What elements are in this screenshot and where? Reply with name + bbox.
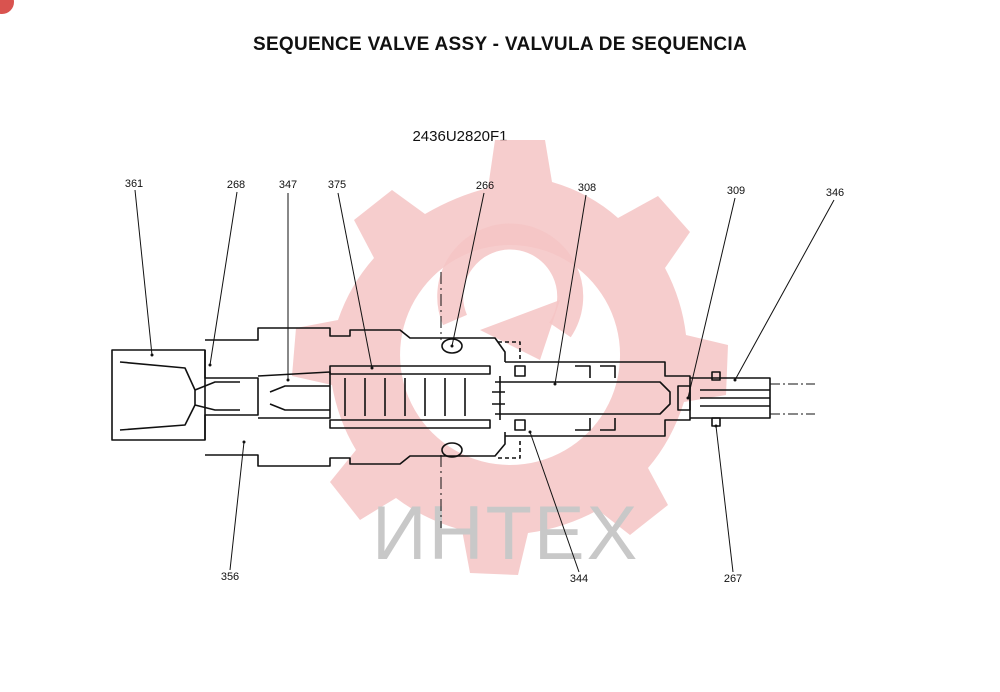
part-label-375: 375	[327, 179, 347, 191]
part-label-266: 266	[475, 180, 495, 192]
part-label-346: 346	[825, 187, 845, 199]
part-label-361: 361	[124, 178, 144, 190]
part-label-308: 308	[577, 182, 597, 194]
part-label-356: 356	[220, 571, 240, 583]
part-label-267: 267	[723, 573, 743, 585]
part-label-268: 268	[226, 179, 246, 191]
drawing-code: 2436U2820F1	[412, 128, 508, 145]
part-label-309: 309	[726, 185, 746, 197]
page-title: SEQUENCE VALVE ASSY - VALVULA DE SEQUENC…	[252, 34, 747, 55]
part-label-347: 347	[278, 179, 298, 191]
part-label-344: 344	[569, 573, 589, 585]
watermark-text: ИНТЕХ	[372, 491, 640, 576]
